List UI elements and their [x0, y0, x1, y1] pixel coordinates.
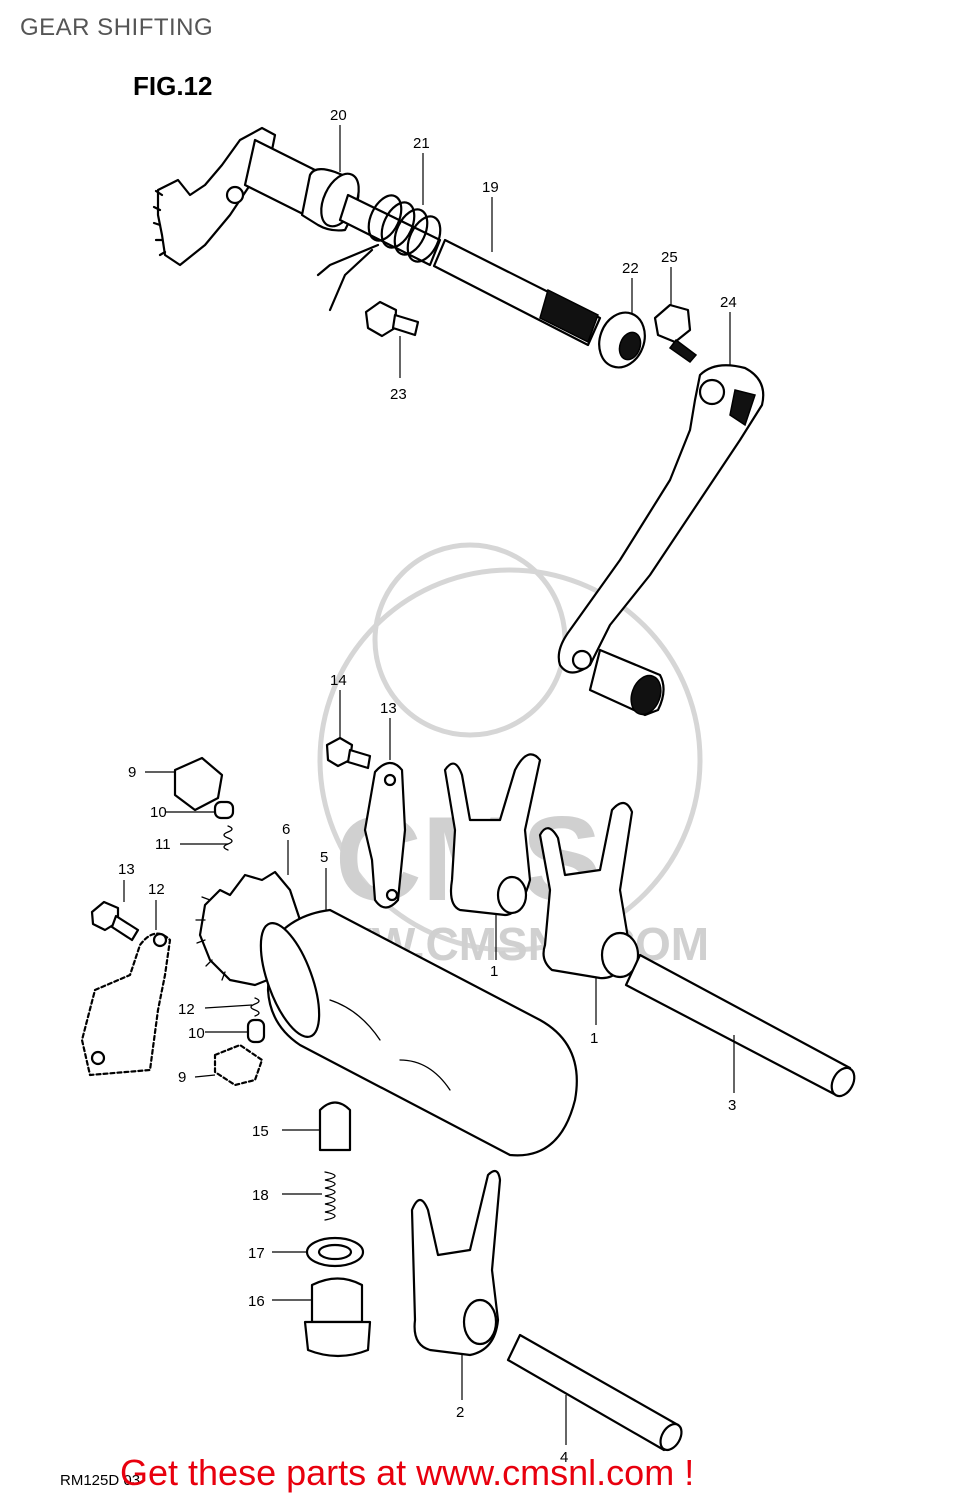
model-code: RM125D 03	[60, 1472, 140, 1489]
part-19-shaft	[432, 238, 602, 347]
callout-16: 16	[248, 1293, 265, 1310]
part-12-bolt	[90, 900, 140, 942]
part-16-plug	[303, 1277, 372, 1358]
callout-13: 13	[380, 700, 397, 717]
callout-3: 3	[728, 1097, 736, 1114]
part-14-screw	[325, 736, 372, 770]
part-25-bolt	[653, 303, 698, 364]
callout-19: 19	[482, 179, 499, 196]
callout-11: 12	[148, 881, 165, 898]
promo-banner[interactable]: Get these parts at www.cmsnl.com !	[120, 1452, 695, 1493]
part-15-pin	[318, 1101, 352, 1152]
part-3-fork-shaft	[624, 953, 856, 1098]
part-2-shift-fork	[410, 1169, 502, 1357]
callout-23: 23	[390, 386, 407, 403]
callout-6: 6	[282, 821, 290, 838]
callout-24: 24	[720, 294, 737, 311]
part-4-fork-shaft	[506, 1333, 683, 1452]
part-5-shift-cam	[259, 908, 578, 1157]
page-title: GEAR SHIFTING	[20, 14, 214, 41]
callout-1-upper: 1	[490, 963, 498, 980]
part-24-shift-lever	[557, 364, 765, 717]
part-1-shift-fork-lower	[538, 801, 640, 980]
callout-12: 13	[118, 861, 135, 878]
part-17-washer	[305, 1236, 365, 1268]
part-10-spring-upper	[223, 825, 233, 851]
part-18-spring	[324, 1171, 336, 1221]
callout-17: 17	[248, 1245, 265, 1262]
callout-25: 25	[661, 249, 678, 266]
callout-7: 9	[178, 1069, 186, 1086]
callout-10-upper: 11	[155, 836, 171, 853]
callouts: 20 21 19 22 25 24 23 14 13 9 10 11 6 5 1…	[118, 107, 737, 1466]
figure-label: FIG.12	[133, 71, 212, 101]
callout-2: 2	[456, 1404, 464, 1421]
callout-21: 21	[413, 135, 430, 152]
callout-1-lower: 1	[590, 1030, 598, 1047]
callout-14: 14	[330, 672, 347, 689]
callout-20: 20	[330, 107, 347, 124]
part-9-pin-upper	[213, 800, 235, 820]
callout-4: 4	[560, 1449, 568, 1466]
part-10-spring-lower	[250, 997, 260, 1017]
callout-15: 15	[252, 1123, 269, 1140]
part-21-return-spring	[316, 194, 442, 312]
callout-9-upper: 10	[150, 804, 167, 821]
part-9-pin-lower	[246, 1018, 266, 1044]
callout-5: 5	[320, 849, 328, 866]
part-1-shift-fork-upper	[443, 753, 542, 917]
callout-18: 18	[252, 1187, 269, 1204]
callout-10-lower: 12	[178, 1001, 195, 1018]
part-22-oil-seal	[598, 311, 646, 369]
part-23-plug	[364, 300, 420, 338]
part-13-plate	[363, 761, 407, 909]
part-7-stopper-plate	[213, 1043, 264, 1087]
callout-8: 9	[128, 764, 136, 781]
callout-9-lower: 10	[188, 1025, 205, 1042]
part-8-cam-stopper	[173, 756, 224, 812]
callout-22: 22	[622, 260, 639, 277]
part-11-plate	[80, 932, 172, 1077]
part-20-shift-shaft	[152, 126, 442, 267]
